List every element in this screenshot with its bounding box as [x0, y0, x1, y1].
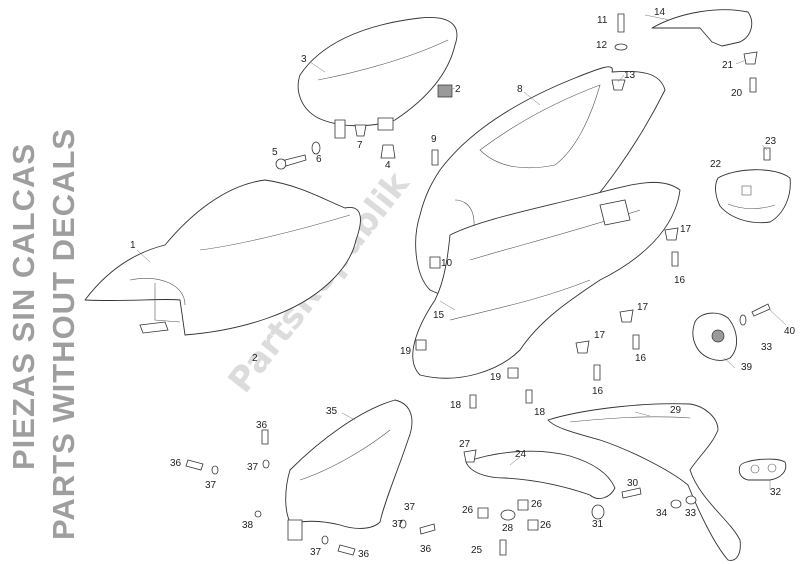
- light-housing: [715, 169, 791, 224]
- callout-2-bottom: 2: [252, 353, 258, 364]
- callout-10: 10: [441, 258, 453, 269]
- callout-25: 25: [471, 545, 483, 556]
- callout-5: 5: [272, 147, 278, 158]
- callout-28: 28: [502, 523, 514, 534]
- callout-33-b: 33: [685, 508, 697, 519]
- callout-22: 22: [710, 159, 722, 170]
- callout-19-b: 19: [490, 372, 502, 383]
- callout-18-a: 18: [450, 400, 462, 411]
- pillion-seat: [297, 17, 458, 139]
- callout-29: 29: [670, 405, 682, 416]
- callout-37-a: 37: [247, 462, 259, 473]
- callout-13: 13: [624, 70, 636, 81]
- callout-21: 21: [722, 60, 734, 71]
- callout-35: 35: [326, 406, 338, 417]
- callout-labels: 1 2 2 3 4 5 6 7 8 9 10 11 12 13 14 15 16…: [130, 7, 796, 560]
- callout-26-c: 26: [540, 520, 552, 531]
- callout-32: 32: [770, 487, 782, 498]
- callout-38: 38: [242, 520, 254, 531]
- license-plate-holder: [547, 403, 741, 561]
- callout-17-c: 17: [594, 330, 606, 341]
- callout-2-top: 2: [455, 84, 461, 95]
- callout-12: 12: [596, 40, 608, 51]
- callout-24: 24: [515, 449, 527, 460]
- side-title: PIEZAS SIN CALCAS PARTS WITHOUT DECALS: [6, 128, 81, 540]
- callout-23: 23: [765, 136, 777, 147]
- rider-seat: [84, 179, 361, 336]
- callout-39: 39: [741, 362, 753, 373]
- reflector-bracket: [692, 312, 737, 361]
- callout-20: 20: [731, 88, 743, 99]
- callout-7: 7: [357, 140, 363, 151]
- callout-17-b: 17: [637, 302, 649, 313]
- callout-18-b: 18: [534, 407, 546, 418]
- small-cover: [651, 9, 753, 47]
- rear-hugger: [285, 399, 413, 541]
- callout-9: 9: [431, 134, 437, 145]
- callout-17-a: 17: [680, 224, 692, 235]
- callout-19-a: 19: [400, 346, 412, 357]
- hardware-parts: [185, 13, 771, 556]
- rear-reflector: [738, 458, 787, 481]
- callout-3: 3: [301, 54, 307, 65]
- callout-37-d: 37: [310, 547, 322, 558]
- callout-40: 40: [784, 326, 796, 337]
- callout-36-b: 36: [170, 458, 182, 469]
- callout-36-a: 36: [256, 420, 268, 431]
- callout-37-b: 37: [205, 480, 217, 491]
- callout-36-c: 36: [420, 544, 432, 555]
- callout-1: 1: [130, 240, 136, 251]
- callout-8: 8: [517, 84, 523, 95]
- callout-11: 11: [597, 15, 608, 26]
- callout-16-b: 16: [635, 353, 647, 364]
- side-title-english: PARTS WITHOUT DECALS: [46, 128, 81, 540]
- leader-lines: [136, 14, 787, 490]
- under-tray: [412, 181, 681, 379]
- callout-37-e: 37: [392, 519, 404, 530]
- callout-16-c: 16: [592, 386, 604, 397]
- callout-6: 6: [316, 154, 322, 165]
- callout-15: 15: [433, 310, 445, 321]
- callout-4: 4: [385, 160, 391, 171]
- callout-33-a: 33: [761, 342, 773, 353]
- callout-27: 27: [459, 439, 471, 450]
- bracket-plate: [465, 450, 616, 499]
- callout-30: 30: [627, 478, 639, 489]
- callout-37-c: 37: [404, 502, 416, 513]
- callout-14: 14: [654, 7, 666, 18]
- callout-26-b: 26: [531, 499, 543, 510]
- callout-26-a: 26: [462, 505, 474, 516]
- side-title-spanish: PIEZAS SIN CALCAS: [6, 143, 41, 470]
- callout-16-a: 16: [674, 275, 686, 286]
- callout-34: 34: [656, 508, 668, 519]
- callout-36-d: 36: [358, 549, 370, 560]
- callout-31: 31: [592, 519, 604, 530]
